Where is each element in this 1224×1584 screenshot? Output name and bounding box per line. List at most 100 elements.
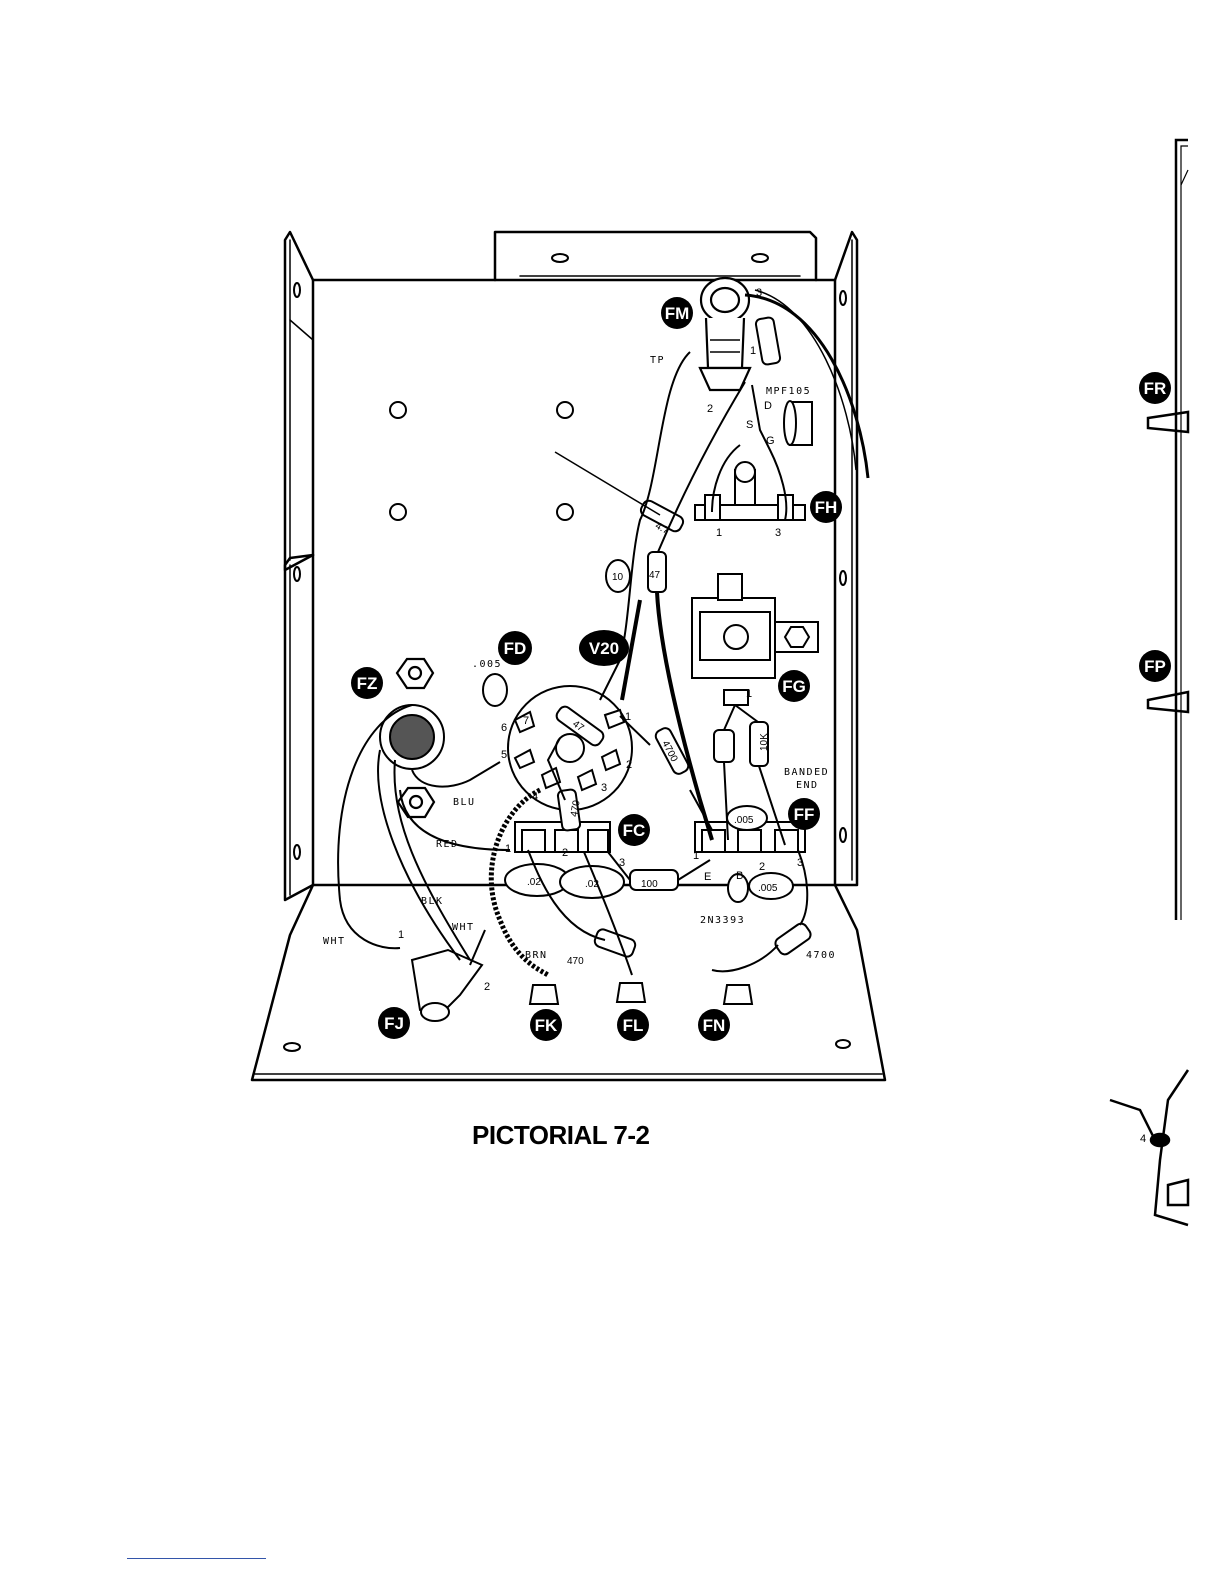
svg-text:FR: FR: [1144, 379, 1167, 398]
label-side-pin4: 4: [1140, 1133, 1146, 1145]
svg-text:FP: FP: [1144, 657, 1166, 676]
mounting-hole: [840, 291, 846, 305]
svg-text:FG: FG: [782, 677, 806, 696]
svg-text:FK: FK: [535, 1016, 558, 1035]
label-fc-pin2: 2: [562, 847, 568, 859]
label-v20-pin4: 4: [532, 791, 538, 803]
label-fm-pin1: 1: [750, 345, 756, 357]
label-res-470b: 470: [567, 956, 584, 967]
label-fm-pin2: 2: [707, 403, 713, 415]
mounting-hole: [294, 283, 300, 297]
label-fh-pin3: 3: [775, 527, 781, 539]
label-fc-pin3: 3: [619, 857, 625, 869]
label-v20-pin7: 7: [523, 715, 529, 727]
coil-resistor: [755, 317, 781, 365]
label-cap-02a: .02: [527, 877, 541, 888]
badge-fr: FR: [1139, 372, 1171, 404]
badge-fd: FD: [498, 631, 532, 665]
adjacent-view-edge: [1110, 140, 1188, 1225]
badge-ff: FF: [788, 798, 820, 830]
label-res-100: 100: [641, 879, 658, 890]
badge-fk: FK: [530, 1009, 562, 1041]
label-fm-pin3: 3: [756, 287, 762, 299]
label-tp: TP: [650, 355, 665, 366]
label-fg-pin1: 1: [746, 688, 752, 700]
label-cap-02b: .02: [585, 879, 599, 890]
label-v20-pin2: 2: [626, 759, 632, 771]
svg-text:FN: FN: [703, 1016, 726, 1035]
footer-rule: [127, 1558, 266, 1559]
post-fk: [530, 985, 558, 1004]
label-ff-pin2: 2: [759, 861, 765, 873]
label-pin-d: D: [764, 400, 772, 412]
label-brn: BRN: [525, 950, 548, 961]
mounting-hole: [840, 828, 846, 842]
resistor-470b: [593, 928, 637, 959]
label-res-47b: 47: [649, 570, 661, 581]
label-red: RED: [436, 839, 459, 850]
label-v20-pin6: 6: [501, 722, 507, 734]
svg-text:FH: FH: [815, 498, 838, 517]
mounting-hole: [294, 567, 300, 581]
label-pin-b: B: [736, 870, 743, 882]
label-blu: BLU: [453, 797, 476, 808]
badge-fp: FP: [1139, 650, 1171, 682]
chassis-floor-plate: [252, 885, 885, 1080]
svg-text:FZ: FZ: [357, 674, 378, 693]
label-res-10k: 10K: [759, 733, 770, 751]
label-v20-pin5: 5: [501, 749, 507, 761]
badge-fj: FJ: [378, 1007, 410, 1039]
mounting-hole: [552, 254, 568, 262]
label-cap-005a: .005: [472, 659, 502, 670]
mpf105-transistor: [784, 401, 812, 445]
label-pin-g: G: [766, 435, 775, 447]
svg-text:FF: FF: [794, 805, 815, 824]
label-res-10: 10: [612, 572, 624, 583]
shield-fz: [380, 705, 444, 769]
badge-fc: FC: [618, 814, 650, 846]
badge-fh: FH: [810, 491, 842, 523]
label-fj-pin1: 1: [398, 929, 404, 941]
label-wht-a: WHT: [323, 936, 346, 947]
diode: [714, 730, 734, 762]
label-2n3393: 2N3393: [700, 915, 745, 926]
figure-caption: PICTORIAL 7-2: [472, 1120, 649, 1151]
chassis-left-flange-upper: [285, 232, 313, 570]
label-fj-pin2: 2: [484, 981, 490, 993]
badge-fm: FM: [661, 297, 693, 329]
coil-fm: [700, 278, 750, 390]
svg-text:FJ: FJ: [384, 1014, 404, 1033]
label-cap-005b: .005: [734, 815, 754, 826]
label-banded: BANDED: [784, 767, 829, 778]
label-pin-e: E: [704, 871, 711, 883]
mounting-hole: [390, 504, 406, 520]
mounting-hole: [390, 402, 406, 418]
label-end: END: [796, 780, 819, 791]
label-mpf105: MPF105: [766, 386, 811, 397]
post-fn: [724, 985, 752, 1004]
mounting-hole: [840, 571, 846, 585]
label-v20-pin1: 1: [625, 711, 631, 723]
badge-fn: FN: [698, 1009, 730, 1041]
chassis-right-flange: [835, 232, 857, 885]
label-fh-pin1: 1: [716, 527, 722, 539]
svg-text:FM: FM: [665, 304, 690, 323]
label-ff-pin1: 1: [693, 850, 699, 862]
label-res-4700b: 4700: [806, 950, 836, 961]
label-v20-pin3: 3: [601, 782, 607, 794]
mounting-hole: [557, 402, 573, 418]
label-blk: BLK: [421, 896, 444, 907]
svg-text:V20: V20: [589, 639, 619, 658]
label-wht-b: WHT: [452, 922, 475, 933]
badge-fl: FL: [617, 1009, 649, 1041]
mounting-hole: [836, 1040, 850, 1048]
post-fl: [617, 983, 645, 1002]
label-pin-s: S: [746, 419, 753, 431]
mounting-hole: [294, 845, 300, 859]
svg-text:FL: FL: [623, 1016, 644, 1035]
label-ff-pin3: 3: [797, 857, 803, 869]
label-cap-005c: .005: [758, 883, 778, 894]
badge-v20: V20: [579, 630, 629, 666]
badge-fg: FG: [778, 670, 810, 702]
